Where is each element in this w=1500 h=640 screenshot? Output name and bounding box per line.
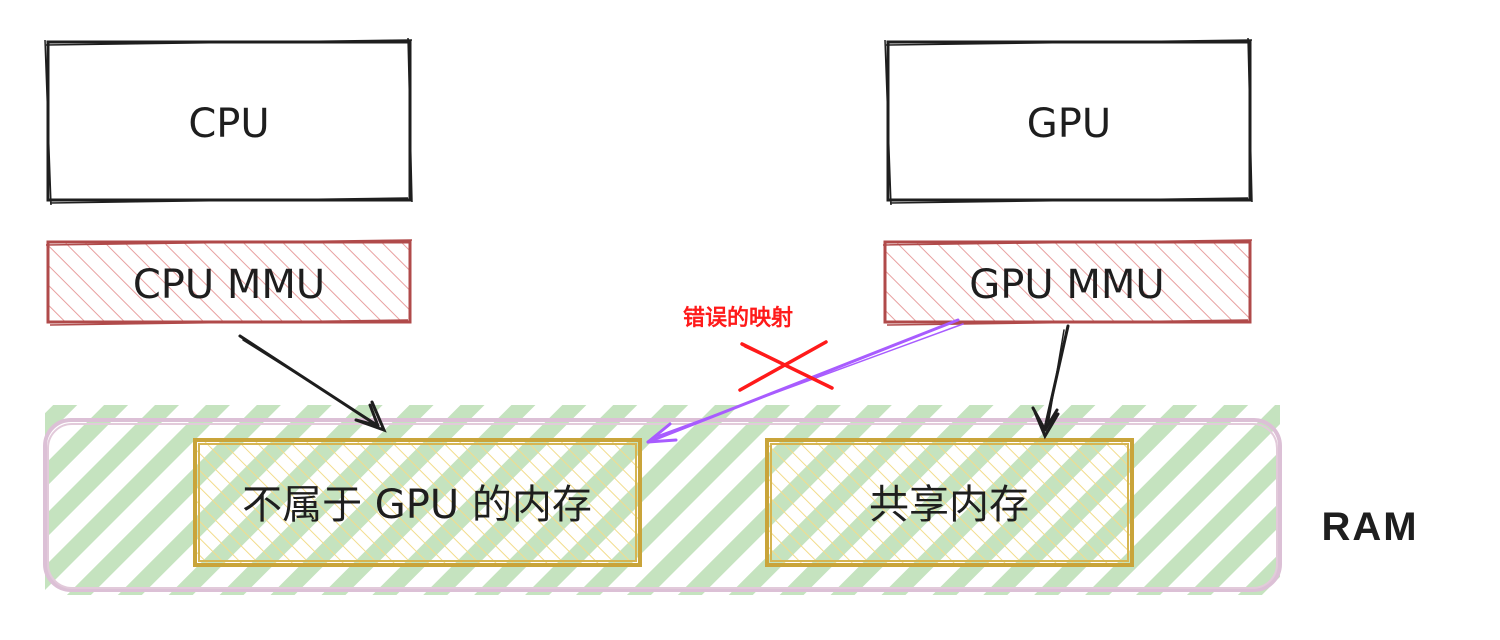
non-gpu-memory-label: 不属于 GPU 的内存 xyxy=(242,482,592,528)
gpu-box: GPU xyxy=(884,37,1253,206)
wrong-mapping-label: 错误的映射 xyxy=(683,305,793,331)
shared-memory-box: 共享内存 xyxy=(765,438,1134,567)
cpu-mmu-box: CPU MMU xyxy=(45,239,413,326)
shared-memory-label: 共享内存 xyxy=(869,482,1029,528)
non-gpu-memory-box: 不属于 GPU 的内存 xyxy=(193,438,642,567)
gpu-mmu-box: GPU MMU xyxy=(882,239,1253,326)
cpu-mapping-arrow xyxy=(238,334,387,433)
gpu-shared-mapping-arrow xyxy=(1031,324,1070,440)
cpu-label: CPU xyxy=(188,101,269,147)
error-cross-icon xyxy=(738,340,834,392)
ram-label: RAM xyxy=(1321,505,1418,549)
gpu-label: GPU xyxy=(1027,101,1111,147)
wrong-mapping-arrow xyxy=(646,318,964,444)
cpu-mmu-label: CPU MMU xyxy=(133,262,325,308)
gpu-mmu-label: GPU MMU xyxy=(969,262,1164,308)
cpu-box: CPU xyxy=(44,37,413,206)
